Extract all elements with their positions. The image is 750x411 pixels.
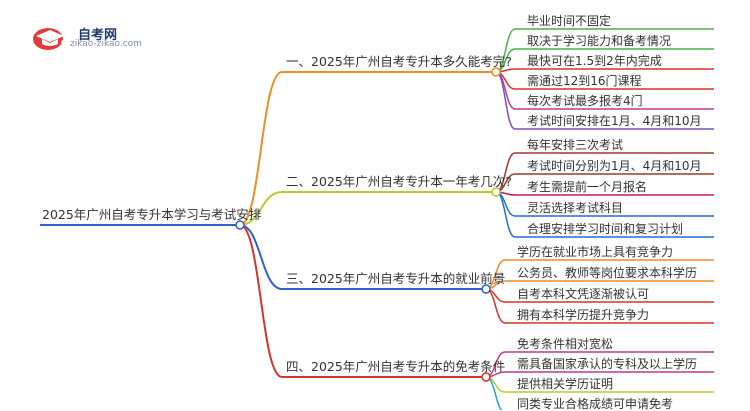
logo-url: zikao-zikao.com bbox=[70, 39, 142, 49]
branch-connector bbox=[239, 71, 283, 226]
leaf-item: 毕业时间不固定 bbox=[527, 14, 612, 28]
leaf-item: 学历在就业市场上具有竞争力 bbox=[517, 245, 674, 259]
logo-title: 自考网 bbox=[78, 28, 118, 43]
branch-node bbox=[481, 284, 491, 294]
leaf-item: 免考条件相对宽松 bbox=[517, 337, 614, 351]
leaf-connector bbox=[485, 376, 503, 410]
leaf-item: 考试时间安排在1月、4月和10月 bbox=[527, 114, 702, 128]
branch-connector bbox=[239, 224, 283, 290]
leaf-item: 每年安排三次考试 bbox=[527, 138, 624, 152]
branch-connector bbox=[239, 224, 283, 378]
branch-exam-frequency: 二、2025年广州自考专升本一年考几次? bbox=[286, 174, 512, 189]
branch-connector bbox=[239, 191, 283, 226]
leaf-item: 最快可在1.5到2年内完成 bbox=[527, 54, 662, 68]
leaf-item: 灵活选择考试科目 bbox=[527, 201, 624, 215]
branch-node bbox=[491, 67, 501, 77]
leaf-item: 需具备国家承认的专科及以上学历 bbox=[517, 357, 698, 371]
root-node bbox=[235, 220, 245, 230]
leaf-connector bbox=[485, 288, 506, 324]
leaf-item: 提供相关学历证明 bbox=[517, 377, 614, 391]
branch-employment: 三、2025年广州自考专升本的就业前景 bbox=[286, 271, 506, 286]
leaf-item: 考试时间分别为1月、4月和10月 bbox=[527, 159, 702, 173]
branch-node bbox=[481, 372, 491, 382]
leaf-item: 每次考试最多报考4门 bbox=[527, 94, 643, 108]
branch-duration: 一、2025年广州自考专升本多久能考完? bbox=[286, 54, 512, 69]
graduation-cap-icon bbox=[33, 28, 65, 50]
leaf-item: 拥有本科学历提升竞争力 bbox=[517, 308, 650, 322]
leaf-item: 取决于学习能力和备考情况 bbox=[527, 34, 672, 48]
leaf-item: 同类专业合格成绩可申请免考 bbox=[517, 397, 674, 411]
leaf-item: 合理安排学习时间和复习计划 bbox=[527, 222, 684, 236]
branch-exemption: 四、2025年广州自考专升本的免考条件 bbox=[286, 359, 506, 374]
leaf-item: 自考本科文凭逐渐被认可 bbox=[517, 287, 650, 301]
leaf-item: 公务员、教师等岗位要求本科学历 bbox=[517, 266, 698, 280]
branch-node bbox=[491, 187, 501, 197]
root-topic: 2025年广州自考专升本学习与考试安排 bbox=[42, 207, 262, 222]
leaf-item: 考生需提前一个月报名 bbox=[527, 180, 648, 194]
leaf-item: 需通过12到16门课程 bbox=[527, 74, 642, 88]
site-logo[interactable]: 自考网 zikao-zikao.com bbox=[30, 22, 180, 52]
